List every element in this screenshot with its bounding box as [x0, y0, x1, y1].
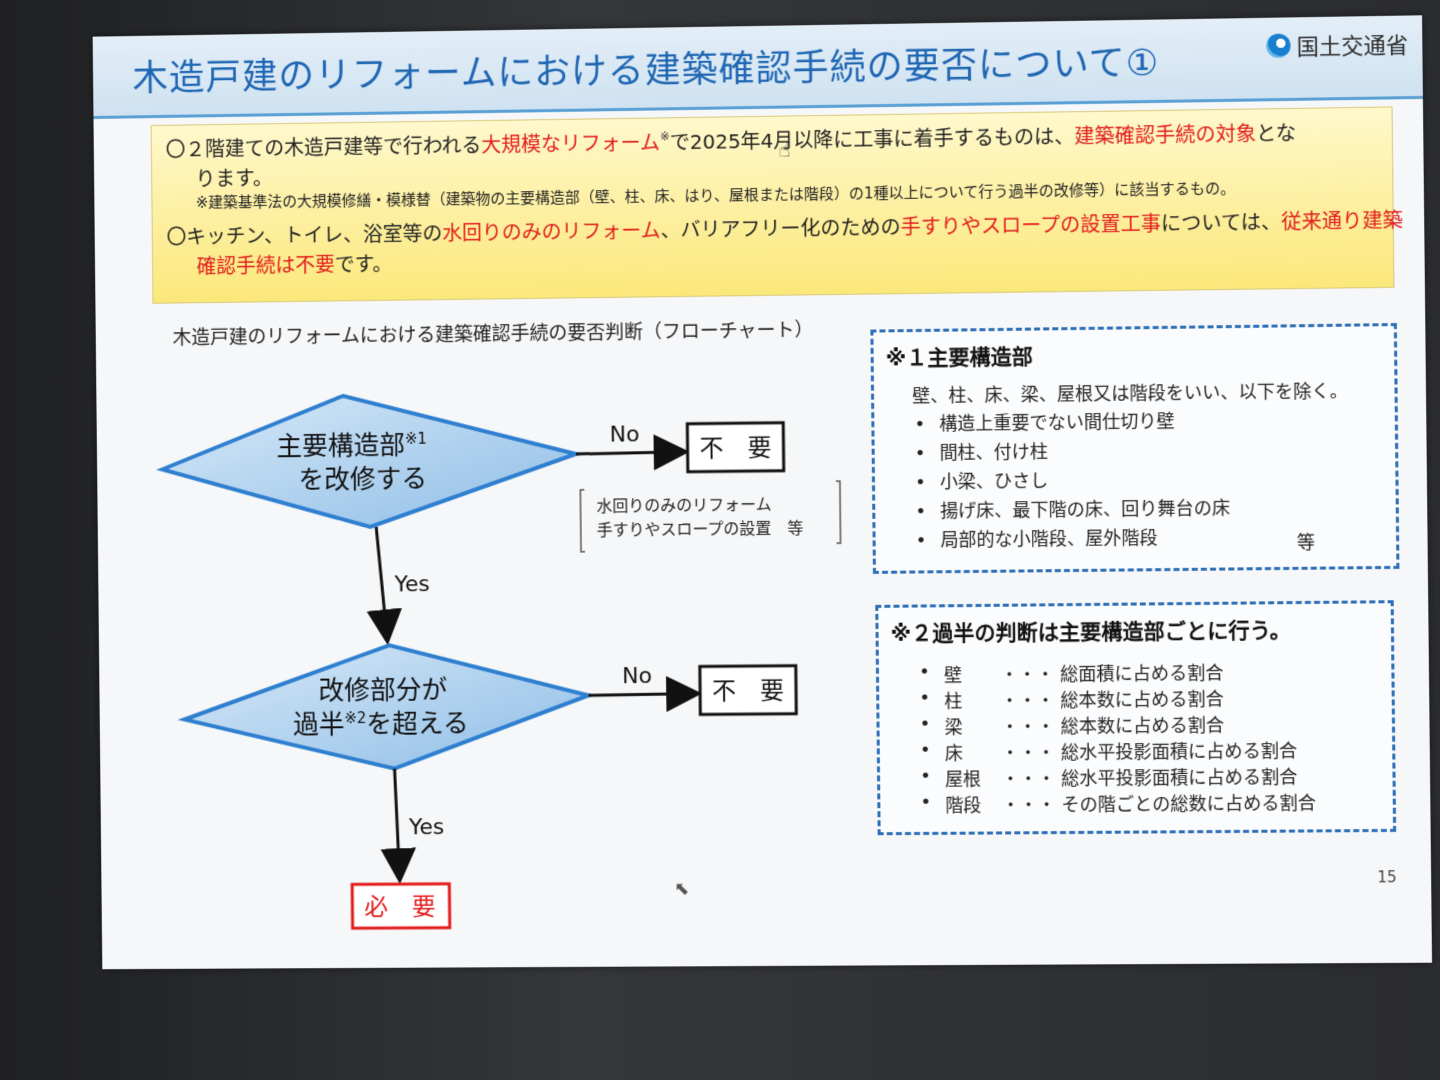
example-line-1: 水回りのみのリフォーム	[596, 495, 771, 516]
example-bracket-left	[580, 490, 585, 552]
note1-etc: 等	[1296, 532, 1316, 554]
ratio-part: 床	[944, 743, 963, 765]
note1-heading: ※１主要構造部	[885, 344, 1033, 371]
decision1-text-line2: を改修する	[298, 464, 427, 495]
yes-label-1: Yes	[393, 572, 429, 597]
ratio-part: 階段	[945, 795, 982, 817]
page-number: 15	[1377, 868, 1397, 887]
result-not-required-1-label: 不 要	[699, 434, 771, 463]
decision1-text-line1: 主要構造部※1	[276, 430, 427, 463]
ministry-brand: 国土交通省	[1266, 28, 1408, 62]
ratio-part: 屋根	[944, 769, 982, 791]
hand-cursor-icon: ☝	[778, 137, 791, 162]
decision-diamond-1	[161, 393, 576, 529]
summary-text: については、	[1160, 209, 1282, 236]
yes-arrow-2	[395, 769, 400, 879]
yes-arrow-1	[376, 527, 387, 640]
note-main-structure: ※１主要構造部 壁、柱、床、梁、屋根又は階段をいい、以下を除く。 構造上重要でな…	[870, 323, 1400, 574]
decision2-text-line2: 過半※2を超える	[293, 708, 469, 740]
list-item: 柱 ・・・ 総本数に占める割合	[919, 684, 1315, 713]
list-item: 揚げ床、最下階の床、回り舞台の床	[915, 494, 1230, 526]
result-required-label: 必 要	[364, 893, 436, 921]
ratio-part: 柱	[944, 691, 963, 713]
result-not-required-1	[686, 421, 785, 474]
flowchart-diagram: 主要構造部※1 を改修する No 不 要 水回りのみのリフォーム 手すりやスロー…	[93, 24, 877, 969]
result-not-required-2-label: 不 要	[712, 677, 784, 706]
decision-diamond-2	[184, 643, 590, 770]
highlight-confirmation-target: 建築確認手続の対象	[1074, 121, 1257, 149]
note2-heading: ※２過半の判断は主要構造部ごとに行う。	[890, 618, 1291, 646]
ratio-part: 梁	[944, 717, 963, 739]
list-item: 局部的な小階段、屋外階段	[916, 523, 1231, 555]
ratio-part: 壁	[943, 665, 963, 687]
ministry-name: 国土交通省	[1296, 33, 1409, 61]
note1-intro: 壁、柱、床、梁、屋根又は階段をいい、以下を除く。	[912, 381, 1348, 408]
ratio-desc: ・・・ 総水平投影面積に占める割合	[1001, 767, 1298, 791]
yes-label-2: Yes	[408, 815, 444, 840]
list-item: 梁 ・・・ 総本数に占める割合	[920, 711, 1316, 740]
example-bracket-right	[835, 479, 841, 544]
list-item: 構造上重要でない間仕切り壁	[914, 407, 1229, 440]
result-required	[352, 884, 450, 928]
note2-ratio-list: 壁・・・ 総面積に占める割合 柱・・・ 総本数に占める割合 梁・・・ 総本数に占…	[919, 658, 1316, 818]
no-arrow-2	[588, 694, 696, 696]
list-item: 階段・・・ その階ごとの総数に占める割合	[920, 789, 1316, 818]
result-not-required-2	[698, 663, 798, 717]
ratio-desc: ・・・ 総本数に占める割合	[1000, 715, 1225, 739]
no-label-2: No	[622, 664, 652, 689]
example-line-2: 手すりやスロープの設置 等	[597, 518, 804, 539]
ratio-desc: ・・・ 総面積に占める割合	[1000, 663, 1224, 687]
list-item: 床 ・・・ 総水平投影面積に占める割合	[920, 737, 1316, 766]
list-item: 小梁、ひさし	[915, 465, 1230, 497]
decision2-text-line1: 改修部分が	[318, 676, 447, 707]
list-item: 屋根・・・ 総水平投影面積に占める割合	[920, 763, 1316, 792]
highlight-handrail-slope: 手すりやスロープの設置工事	[900, 211, 1162, 240]
no-label-1: No	[610, 422, 640, 447]
highlight-as-before: 従来通り建築	[1281, 208, 1404, 234]
ratio-desc: ・・・ 総本数に占める割合	[1000, 689, 1225, 713]
note-majority-judgment: ※２過半の判断は主要構造部ごとに行う。 壁・・・ 総面積に占める割合 柱・・・ …	[875, 600, 1397, 836]
ratio-desc: ・・・ その階ごとの総数に占める割合	[1001, 793, 1317, 817]
list-item: 間柱、付け柱	[915, 436, 1230, 469]
note1-exclusion-list: 構造上重要でない間仕切り壁 間柱、付け柱 小梁、ひさし 揚げ床、最下階の床、回り…	[914, 407, 1230, 556]
no-arrow-1	[576, 452, 684, 454]
ratio-desc: ・・・ 総水平投影面積に占める割合	[1000, 740, 1298, 765]
presentation-slide: 木造戸建のリフォームにおける建築確認手続の要否について① 国土交通省 〇２階建て…	[93, 15, 1432, 969]
list-item: 壁 ・・・ 総面積に占める割合	[919, 658, 1315, 687]
mlit-logo-icon	[1266, 33, 1291, 59]
arrow-cursor-icon: ⬉	[674, 878, 690, 900]
summary-text: とな	[1255, 120, 1297, 146]
